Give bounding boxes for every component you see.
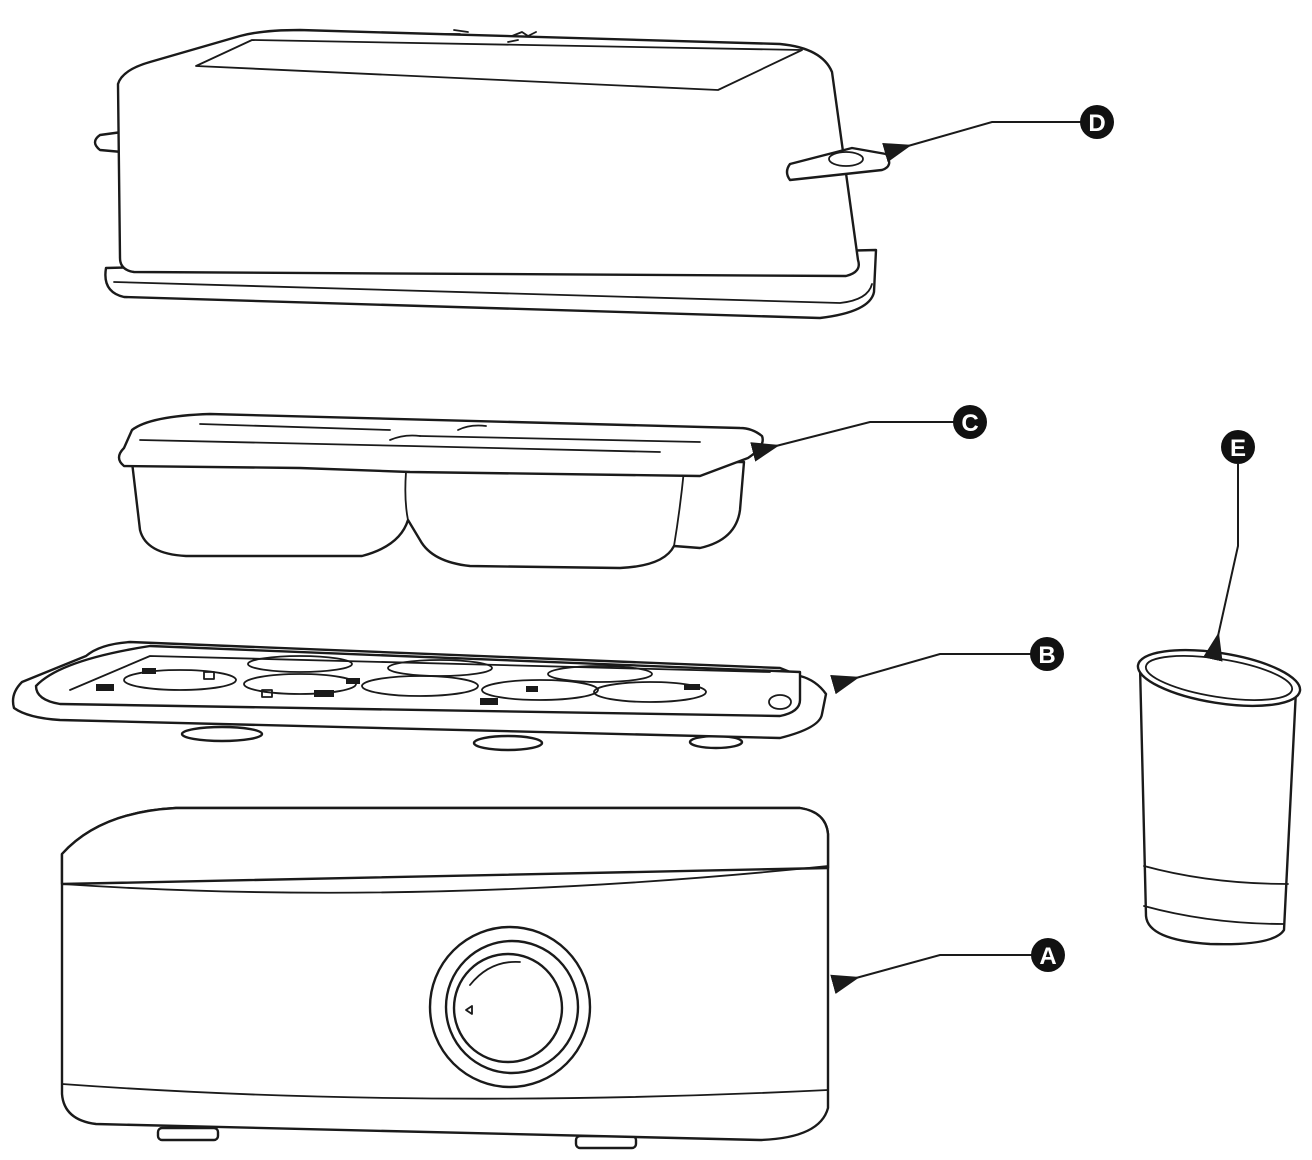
rack-slot	[684, 684, 700, 690]
rack-foot	[180, 725, 264, 743]
lid-rim-line	[113, 281, 873, 304]
steam-tray-part	[117, 412, 764, 570]
lid-dome	[116, 28, 860, 278]
lid-part	[93, 28, 891, 320]
egg-hole	[481, 679, 599, 701]
rack-handle-hole	[768, 694, 792, 710]
rack-slot	[96, 684, 114, 691]
timer-knob-highlight	[469, 961, 521, 986]
cup-band-line	[1143, 905, 1285, 925]
egg-hole	[123, 669, 237, 691]
callout-label: A	[1039, 943, 1056, 970]
callout-label: E	[1230, 435, 1246, 462]
callout-label: C	[961, 410, 978, 437]
rack-foot	[472, 734, 544, 752]
base-top	[60, 806, 830, 886]
tray-rim	[117, 412, 764, 478]
egg-hole	[593, 681, 707, 703]
rack-slot	[261, 689, 273, 698]
steam-vent-icon	[507, 31, 537, 43]
rack-slot	[480, 698, 498, 705]
callout-badge-c: C	[953, 405, 987, 439]
rack-plate-edge	[69, 655, 771, 691]
leader-line-c	[750, 421, 955, 462]
tray-divider	[404, 471, 409, 521]
measuring-cup-part	[1136, 648, 1302, 946]
callout-badge-b: B	[1030, 637, 1064, 671]
rack-slot	[526, 686, 538, 692]
leader-lines	[750, 121, 1239, 994]
callout-badge-d: D	[1080, 105, 1114, 139]
base-bottom-band	[61, 1083, 829, 1100]
base-top-edge	[61, 865, 829, 894]
cup-rim	[1136, 648, 1302, 708]
tray-compartments	[130, 460, 746, 570]
tray-rim-lines	[389, 424, 487, 441]
tray-rim-lines	[139, 423, 701, 453]
base-part	[60, 806, 830, 1150]
egg-hole	[247, 655, 353, 673]
callout-label: B	[1038, 642, 1055, 669]
leader-line-a	[830, 954, 1032, 994]
rack-slot	[142, 668, 156, 674]
egg-hole	[547, 665, 653, 683]
leader-line-d	[882, 121, 1082, 163]
egg-hole	[387, 659, 493, 677]
callout-label: D	[1088, 110, 1105, 137]
leader-line-b	[830, 653, 1031, 695]
callout-badge-e: E	[1221, 430, 1255, 464]
cup-band-line	[1143, 865, 1289, 885]
cup-body	[1138, 664, 1298, 946]
lid-left-tab	[93, 130, 124, 154]
rack-slot	[203, 671, 215, 680]
egg-rack-part	[11, 640, 828, 752]
tray-divider	[673, 469, 685, 547]
timer-indicator-icon	[465, 1005, 473, 1015]
lid-handle-hole	[828, 151, 864, 167]
callout-badge-a: A	[1031, 938, 1065, 972]
timer-knob[interactable]	[452, 952, 564, 1064]
leader-line-e	[1203, 464, 1239, 662]
base-foot	[156, 1126, 220, 1142]
rack-slot	[346, 678, 360, 684]
lid-window	[195, 39, 803, 91]
rack-slot	[314, 690, 334, 697]
steam-vent-icon	[441, 29, 469, 35]
